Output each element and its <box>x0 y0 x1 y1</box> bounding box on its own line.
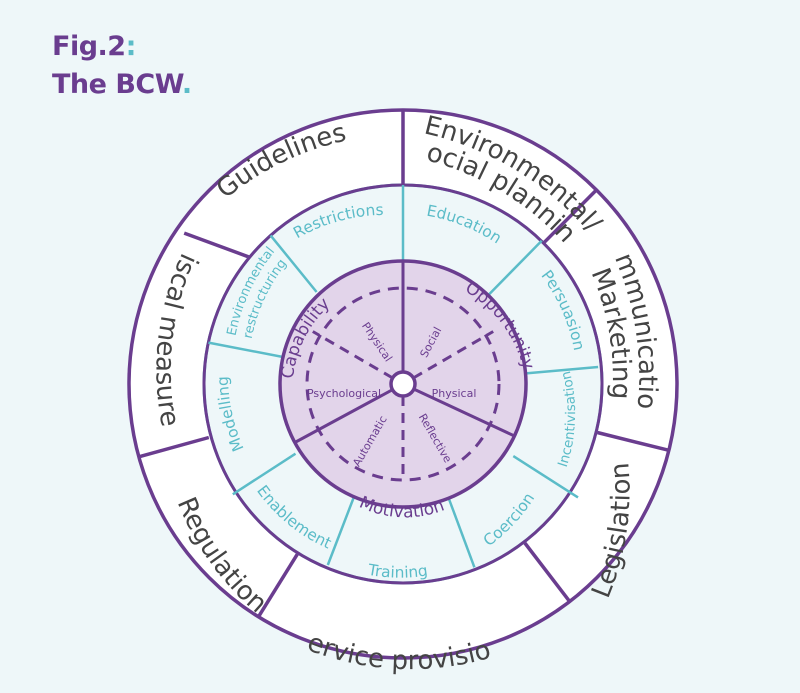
label-training: Training <box>366 561 429 582</box>
dashed-divider <box>312 330 394 380</box>
policy-divider <box>541 188 598 246</box>
dashed-ring <box>305 286 501 482</box>
function-divider <box>522 365 599 375</box>
label-physical-opportunity: Physical <box>432 387 477 400</box>
function-divider <box>512 455 579 499</box>
function-divider <box>269 234 318 293</box>
function-divider <box>447 498 476 568</box>
function-divider <box>487 239 543 296</box>
policy-divider <box>183 231 254 260</box>
hub-circle <box>389 370 417 398</box>
label-psychological: Psychological <box>307 387 381 400</box>
figure-label: Fig.2: <box>52 31 136 62</box>
function-divider <box>326 495 356 566</box>
figure-heading: The BCW. <box>52 69 192 100</box>
function-divider <box>232 452 297 496</box>
source-divider <box>413 387 516 438</box>
source-divider <box>294 388 394 444</box>
policy-divider <box>596 430 669 452</box>
label-fiscal-measures: Fiscal measures <box>0 0 204 429</box>
policy-divider <box>137 435 210 459</box>
figure-title: Fig.2: The BCW. <box>52 28 192 104</box>
function-divider <box>208 341 284 359</box>
dashed-divider <box>412 330 494 380</box>
comb-core <box>278 259 528 509</box>
policy-divider <box>522 540 572 603</box>
policy-divider <box>256 551 300 619</box>
